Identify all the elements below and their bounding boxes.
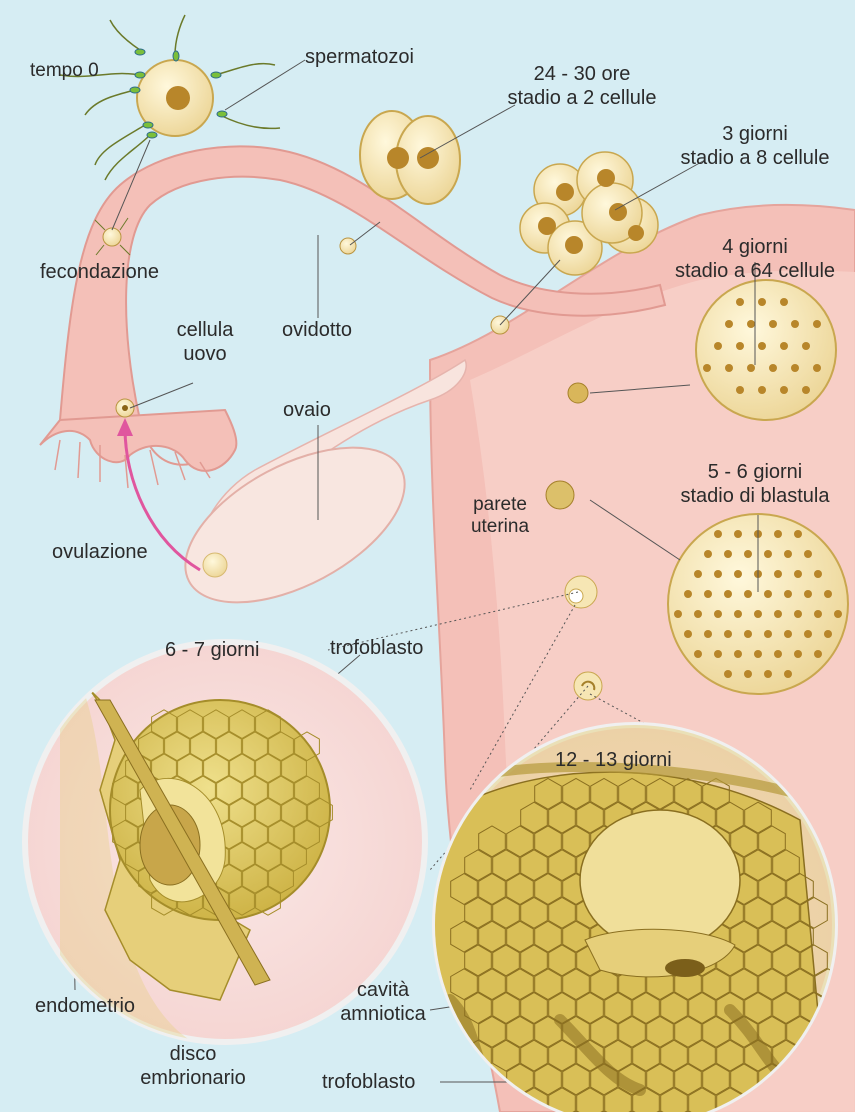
label-endometrio: endometrio <box>35 994 135 1018</box>
fimbriae <box>40 410 236 471</box>
label-ovidotto: ovidotto <box>282 318 352 342</box>
label-spermatozoi: spermatozoi <box>305 45 414 69</box>
label-trofoblasto-top: trofoblasto <box>330 636 423 660</box>
label-ovulazione: ovulazione <box>52 540 148 564</box>
label-cellula-uovo: cellula uovo <box>160 318 250 366</box>
label-parete-uterina: parete uterina <box>460 494 540 538</box>
label-stage-6-7-giorni: 6 - 7 giorni <box>165 638 260 662</box>
fertilization-cell <box>103 228 121 246</box>
two-cell-embryo <box>360 111 460 204</box>
label-fecondazione: fecondazione <box>40 260 159 284</box>
label-disco-embrionario: disco embrionario <box>138 1042 248 1090</box>
label-ovaio: ovaio <box>283 398 331 422</box>
label-cavita-amniotica: cavità amniotica <box>338 978 428 1026</box>
label-stage-5-6-giorni: 5 - 6 giorni stadio di blastula <box>665 460 845 508</box>
label-stage-12-13-giorni: 12 - 13 giorni <box>555 748 672 772</box>
label-stage-4-giorni: 4 giorni stadio a 64 cellule <box>655 235 855 283</box>
label-stage-24-30: 24 - 30 ore stadio a 2 cellule <box>487 62 677 110</box>
label-stage-3-giorni: 3 giorni stadio a 8 cellule <box>660 122 850 170</box>
label-trofoblasto-bottom: trofoblasto <box>322 1070 415 1094</box>
morula-64-cell <box>696 280 836 420</box>
label-tempo-0: tempo 0 <box>30 60 99 82</box>
